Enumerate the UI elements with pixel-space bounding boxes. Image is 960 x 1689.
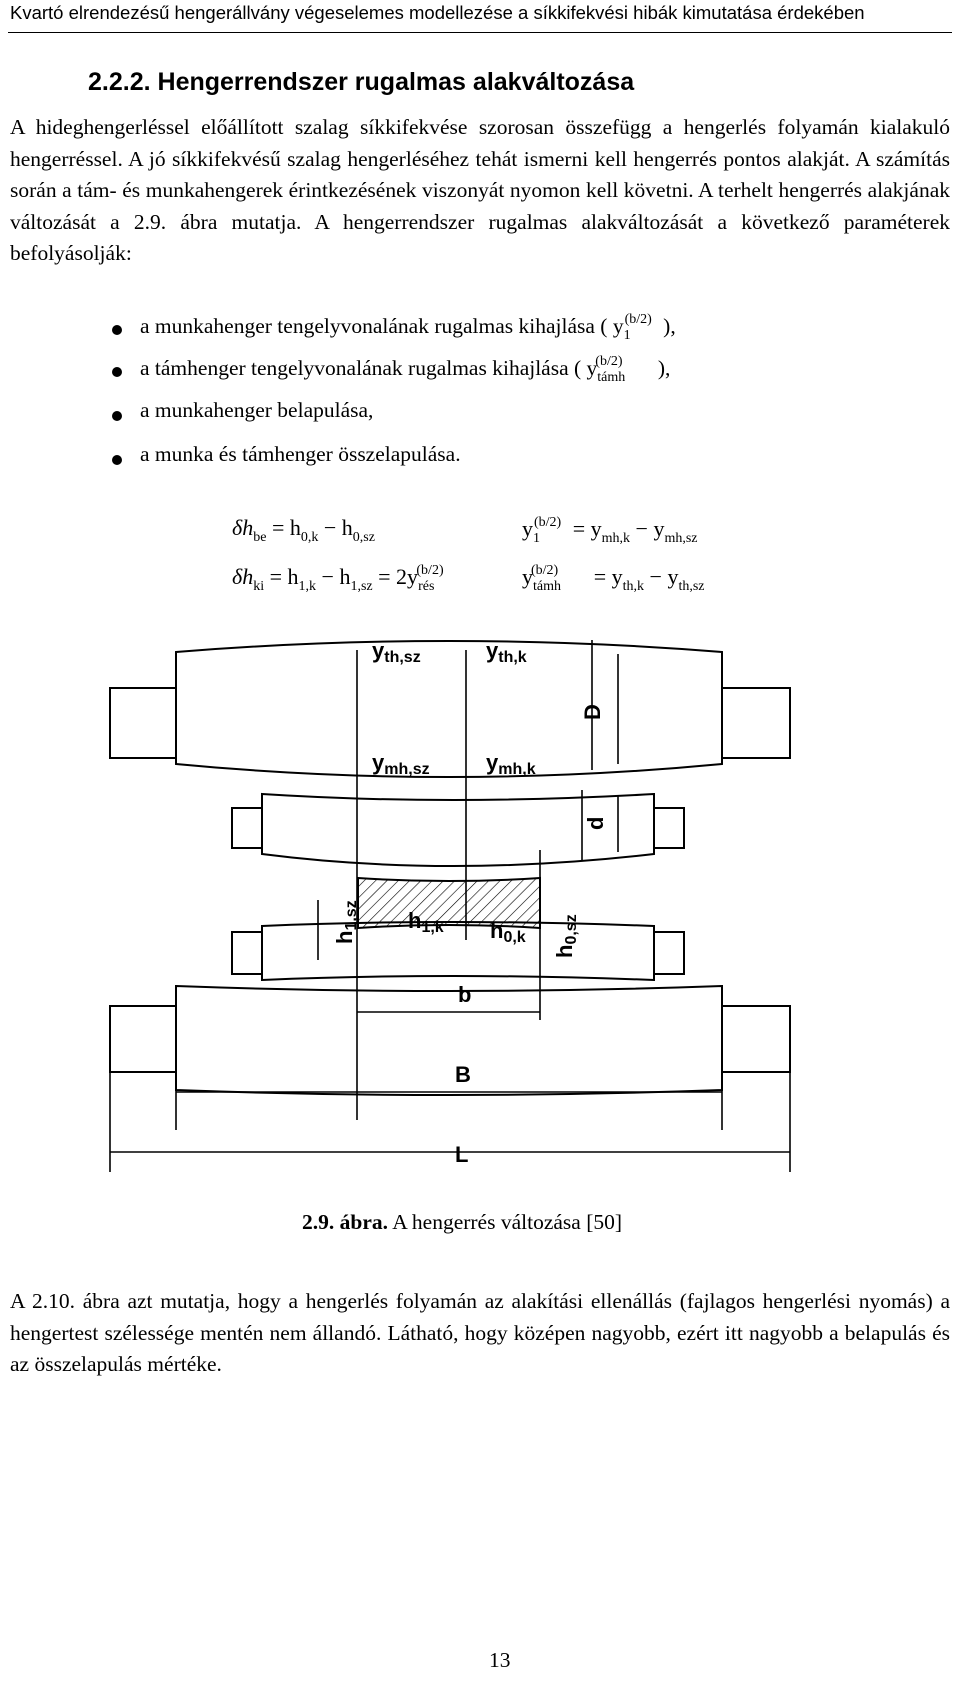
section-title: Hengerrendszer rugalmas alakváltozása — [157, 68, 635, 96]
math-symbol: y — [612, 314, 624, 338]
work-roll-neck-bottom-right — [653, 931, 685, 975]
roll-gap-figure: yth,sz yth,k ymh,sz ymh,k D d h1,sz h1,k… — [109, 638, 791, 1172]
bullet-dot — [112, 325, 122, 335]
label-d: d — [583, 817, 608, 830]
math-sub: 1 — [623, 328, 631, 343]
running-header: Kvartó elrendezésű hengerállvány végesel… — [10, 2, 865, 23]
bullet-dot — [112, 411, 122, 421]
work-roll-neck-top-right — [653, 807, 685, 849]
backup-roll-bottom — [175, 984, 723, 1096]
work-roll-top — [261, 792, 655, 867]
math-sup: (b/2) — [595, 354, 623, 369]
label-y-mh-sz: ymh,sz — [372, 750, 430, 778]
backup-roll-neck-top-left — [109, 687, 177, 759]
label-D: D — [580, 704, 605, 720]
equation-dh-be: δhbe = h0,k − h0,sz — [232, 515, 375, 545]
bullet-item-4: a munka és támhenger összelapulása. — [140, 442, 461, 466]
backup-roll-neck-top-right — [721, 687, 791, 759]
label-L: L — [455, 1142, 468, 1167]
label-B: B — [455, 1062, 471, 1087]
backup-roll-neck-bottom-left — [109, 1005, 177, 1073]
equation-dh-ki: δhki = h1,k − h1,sz = 2yrés(b/2) — [232, 563, 444, 594]
bullet-item-3: a munkahenger belapulása, — [140, 398, 374, 422]
equation-y-tamh: ytámh(b/2) = yth,k − yth,sz — [522, 563, 705, 594]
strip-hatched — [357, 876, 541, 930]
math-sub: támh — [597, 370, 626, 385]
bullet-item-1: a munkahenger tengelyvonalának rugalmas … — [140, 312, 676, 343]
bullet-dot — [112, 455, 122, 465]
page-number: 13 — [489, 1648, 511, 1672]
backup-roll-neck-bottom-right — [721, 1005, 791, 1073]
work-roll-neck-top-left — [231, 807, 263, 849]
label-y-mh-k: ymh,k — [486, 750, 536, 778]
label-b: b — [458, 982, 471, 1007]
bullet-dot — [112, 367, 122, 377]
caption-number: 2.9. ábra. — [302, 1210, 388, 1234]
section-number: 2.2.2. — [88, 68, 151, 96]
work-roll-bottom — [261, 921, 655, 982]
math-sup: (b/2) — [624, 312, 652, 327]
section-heading: 2.2.2. Hengerrendszer rugalmas alakválto… — [88, 68, 634, 97]
paragraph-followup: A 2.10. ábra azt mutatja, hogy a hengerl… — [10, 1289, 950, 1377]
bullet-item-2: a támhenger tengelyvonalának rugalmas ki… — [140, 354, 671, 385]
equation-y1: y1(b/2) = ymh,k − ymh,sz — [522, 515, 698, 546]
header-rule — [8, 32, 952, 33]
work-roll-neck-bottom-left — [231, 931, 263, 975]
figure-caption: 2.9. ábra. A hengerrés változása [50] — [302, 1210, 622, 1235]
paragraph-intro: A hideghengerléssel előállított szalag s… — [10, 115, 950, 266]
caption-text: A hengerrés változása [50] — [388, 1210, 623, 1234]
label-h1sz: h1,sz — [332, 900, 360, 944]
label-h0sz: h0,sz — [552, 914, 580, 958]
math-symbol: y — [586, 356, 598, 380]
backup-roll-top — [175, 640, 723, 778]
